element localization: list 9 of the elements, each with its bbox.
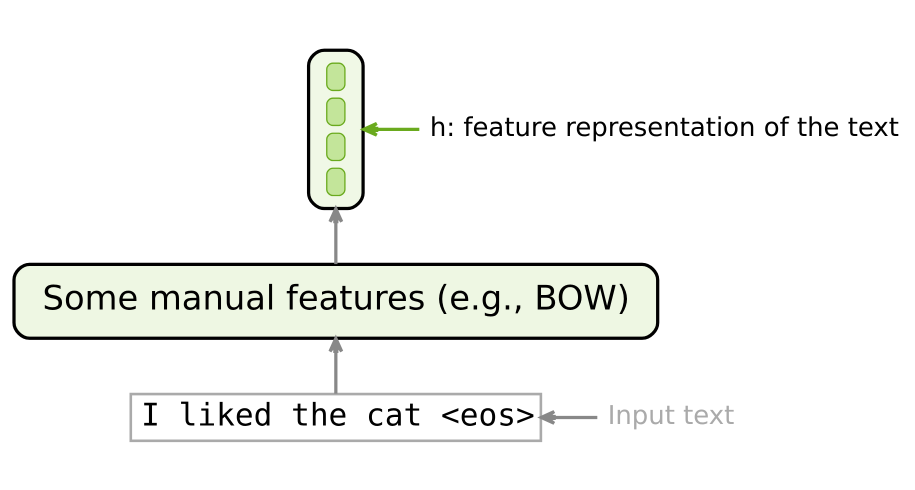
node-box: Some manual features (e.g., BOW)	[12, 262, 660, 340]
arrow	[362, 121, 420, 136]
node-text: h: feature representation of the text	[430, 112, 899, 142]
node-box: I liked the cat <eos>	[130, 392, 542, 442]
node-text: Input text	[608, 400, 734, 430]
arrow	[328, 206, 344, 264]
arrow	[328, 336, 344, 394]
node-box	[306, 48, 365, 210]
arrow	[540, 409, 598, 424]
